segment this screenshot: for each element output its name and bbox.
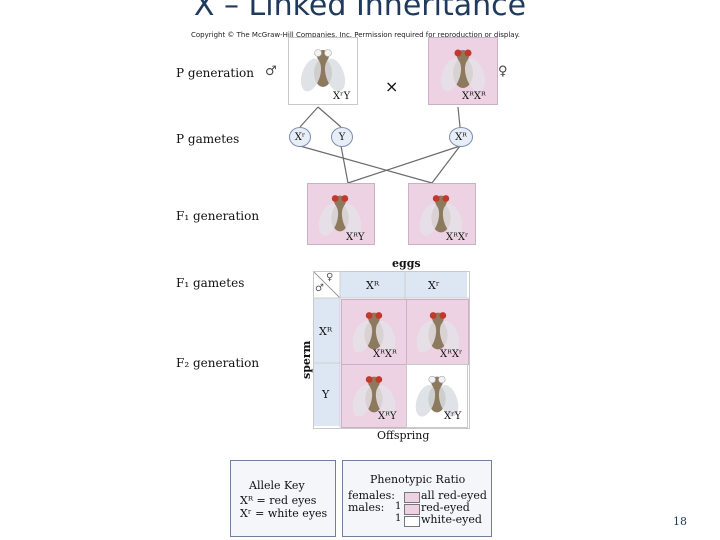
f2-generation-label: F₂ generation [176,356,259,370]
sperm-allele-2: Y [322,388,329,401]
gamete-male-y: Y [331,127,353,147]
f2-genotype-2: XᴿXʳ [440,349,462,360]
allele-key-line-2: Xʳ = white eyes [240,507,327,520]
eggs-label: eggs [392,257,421,270]
males-label: males: [348,501,384,514]
red-eyed-swatch [404,492,420,503]
male-symbol: ♂ [265,64,277,79]
female-symbol: ♀ [498,64,508,79]
egg-allele-2: Xʳ [428,279,440,292]
gamete-female-x: Xᴿ [449,127,473,147]
f1-male-fly-box [307,183,375,245]
f2-genotype-1: XᴿXᴿ [373,349,397,360]
f2-genotype-4: XʳY [444,411,461,422]
phenotypic-ratio-box: Phenotypic Ratio females: males: all red… [342,460,492,537]
f1-female-genotype: XᴿXʳ [446,232,468,243]
egg-allele-1: Xᴿ [366,279,379,292]
cross-symbol: × [385,77,398,96]
page-number: 18 [673,515,687,528]
white-eyed-swatch [404,516,420,527]
red-eyed-swatch [404,504,420,515]
gamete-male-x: Xʳ [289,127,311,147]
f1-generation-label: F₁ generation [176,209,259,223]
p-female-genotype: XᴿXᴿ [462,91,486,102]
phenotypic-ratio-title: Phenotypic Ratio [370,473,465,486]
f2-cell-3 [341,364,407,428]
ratio-row-3-count: 1 [395,513,401,524]
p-male-genotype: XʳY [333,91,350,102]
sperm-label: sperm [300,341,313,379]
allele-key-title: Allele Key [249,479,305,492]
allele-key-line-1: Xᴿ = red eyes [240,494,316,507]
f1-male-genotype: XᴿY [346,232,364,243]
p-gametes-label: P gametes [176,132,239,146]
ratio-row-2-count: 1 [395,501,401,512]
f1-gametes-label: F₁ gametes [176,276,244,290]
p-generation-label: P generation [176,66,254,80]
offspring-label: Offspring [377,429,429,442]
ratio-row-3-text: white-eyed [421,513,482,526]
f2-genotype-3: XᴿY [378,411,396,422]
sperm-allele-1: Xᴿ [319,325,332,338]
allele-key-box: Allele Key Xᴿ = red eyes Xʳ = white eyes [230,460,336,537]
